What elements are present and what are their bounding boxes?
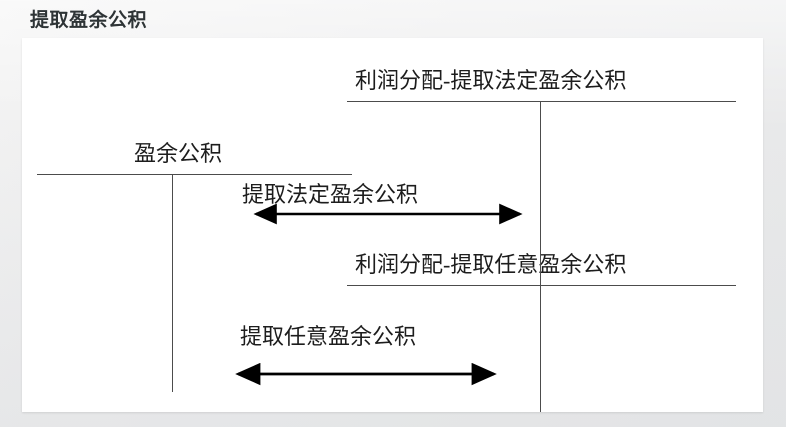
t-account-label-profit-distribution-statutory: 利润分配-提取法定盈余公积 [355, 68, 627, 93]
diagram-area: 利润分配-提取法定盈余公积 盈余公积 利润分配-提取任意盈余公积 提取法定盈余公… [22, 38, 763, 412]
double-arrow-icon-discretionary [235, 362, 497, 386]
double-arrow-icon-statutory [253, 203, 523, 225]
t-account-stem-right-shared [540, 101, 541, 412]
t-account-top-rule-discretionary [347, 285, 736, 286]
slide-title: 提取盈余公积 [30, 10, 148, 31]
t-account-stem-surplus-reserve [172, 174, 173, 392]
t-account-label-profit-distribution-discretionary: 利润分配-提取任意盈余公积 [355, 252, 627, 277]
flow-label-discretionary-appropriation: 提取任意盈余公积 [240, 324, 417, 349]
flow-label-statutory-appropriation: 提取法定盈余公积 [242, 182, 419, 207]
t-account-top-rule-surplus-reserve [37, 174, 352, 175]
t-account-label-surplus-reserve: 盈余公积 [134, 141, 223, 166]
t-account-top-rule-statutory [347, 101, 736, 102]
